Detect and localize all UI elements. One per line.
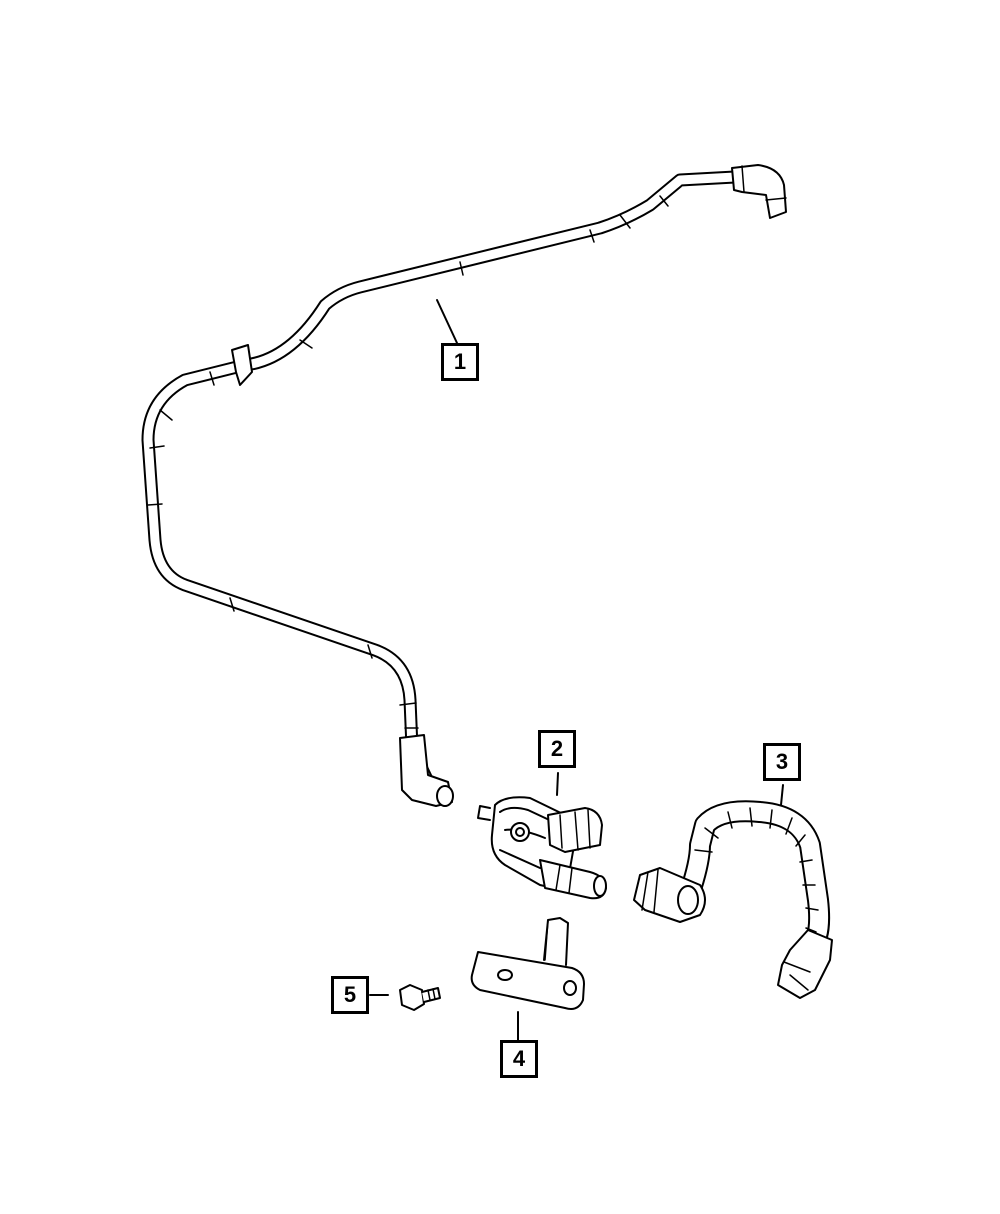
leader-line-1 (436, 299, 458, 344)
part-3-vapor-hose (633, 800, 833, 999)
callout-1: 1 (441, 343, 479, 381)
leader-line-2 (556, 772, 559, 796)
callout-5: 5 (331, 976, 369, 1014)
callout-4: 4 (500, 1040, 538, 1078)
callout-2: 2 (538, 730, 576, 768)
part-1-vapor-tube (141, 164, 787, 807)
leader-line-3 (780, 784, 784, 806)
part-5-bolt (399, 984, 441, 1011)
part-2-purge-solenoid (477, 796, 607, 900)
callout-3: 3 (763, 743, 801, 781)
part-4-bracket (470, 917, 585, 1010)
